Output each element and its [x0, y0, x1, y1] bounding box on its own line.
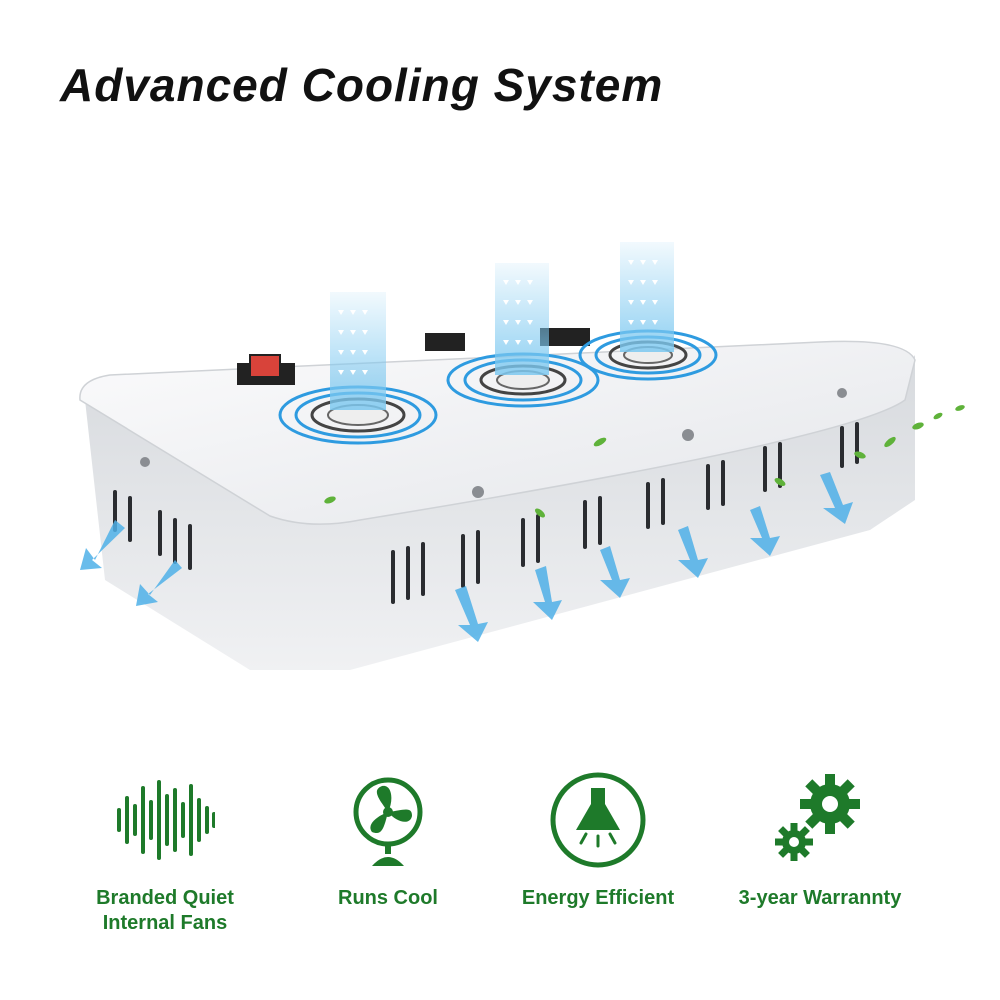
page-title: Advanced Cooling System [60, 59, 664, 111]
gears-icon [775, 774, 860, 861]
product-image [79, 242, 965, 670]
airflow-columns [330, 242, 674, 410]
feature-warranty: 3-year Warrannty [700, 770, 940, 909]
feature-energy-efficient: Energy Efficient [478, 770, 718, 909]
feature-label: Branded Quiet Internal Fans [96, 887, 234, 934]
feature-quiet-fans: Branded Quiet Internal Fans [45, 770, 285, 934]
lamp-icon [550, 772, 646, 868]
fan-icon [353, 777, 423, 866]
sound-wave-icon [117, 780, 216, 860]
vent-slots [113, 422, 859, 604]
feature-label: Runs Cool [338, 887, 438, 909]
feature-runs-cool: Runs Cool [268, 770, 508, 909]
feature-label: Energy Efficient [521, 887, 675, 909]
leaves-decoration [324, 405, 965, 518]
feature-label: 3-year Warrannty [738, 887, 902, 909]
airflow-arrows [80, 472, 853, 642]
